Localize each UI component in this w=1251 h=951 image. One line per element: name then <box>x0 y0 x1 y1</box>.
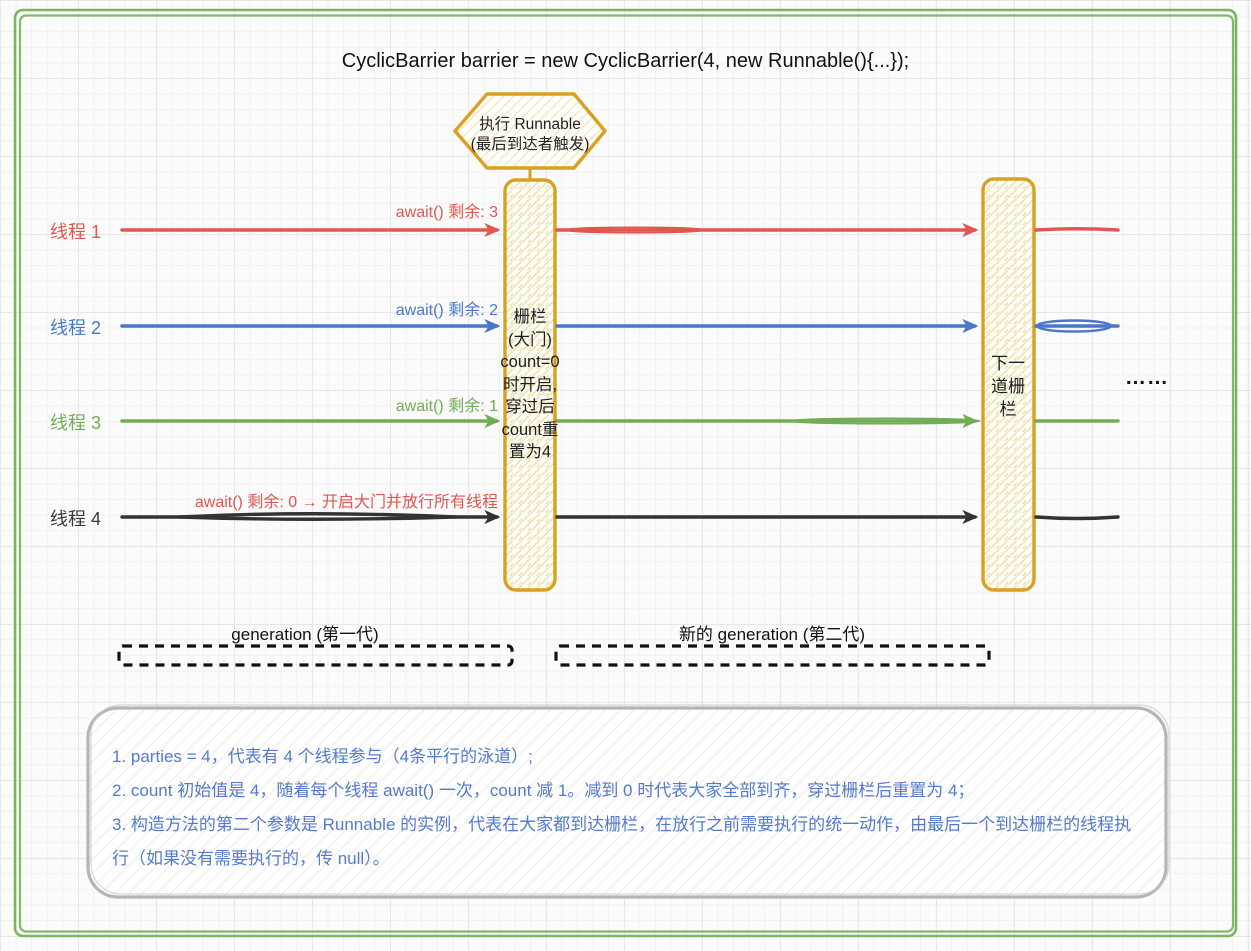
generation-1-bracket <box>117 644 514 667</box>
thread-3-arrows <box>120 413 1120 429</box>
barrier-2 <box>981 177 1036 592</box>
notes-text: 1. parties = 4，代表有 4 个线程参与（4条平行的泳道）; 2. … <box>112 740 1144 876</box>
continuation-ellipsis: …… <box>1125 366 1169 389</box>
diagram-title: CyclicBarrier barrier = new CyclicBarrie… <box>341 50 910 72</box>
thread-4-label: 线程 4 <box>50 509 102 529</box>
page-frame <box>13 8 1238 938</box>
generation-2-bracket <box>554 644 991 667</box>
await-label-thread-2: await() 剩余: 2 <box>395 302 498 319</box>
thread-2-arrows <box>120 318 1120 334</box>
runnable-hexagon <box>453 92 607 182</box>
notes-box <box>86 704 1170 899</box>
hexagon-line-2: (最后到达者触发) <box>470 136 590 153</box>
thread-1-arrows <box>120 222 1120 238</box>
runnable-hexagon-label: 执行 Runnable (最后到达者触发) <box>455 115 605 155</box>
thread-4-arrows <box>120 509 1120 525</box>
thread-1-label: 线程 1 <box>50 222 102 242</box>
thread-3-label: 线程 3 <box>50 413 102 433</box>
generation-2-label: 新的 generation (第二代) <box>678 625 866 644</box>
note-line-1: 1. parties = 4，代表有 4 个线程参与（4条平行的泳道）; <box>112 747 533 766</box>
await-label-thread-1: await() 剩余: 3 <box>395 204 498 221</box>
barrier-2-label: 下一 道栅 栏 <box>991 354 1025 419</box>
await-label-thread-4: await() 剩余: 0 → 开启大门并放行所有线程 <box>194 494 498 511</box>
barrier-1-label: 栅栏 (大门) count=0 时开启, 穿过后 count重 置为4 <box>500 308 560 461</box>
note-line-2: 2. count 初始值是 4，随着每个线程 await() 一次，count … <box>112 781 975 800</box>
generation-brackets <box>117 644 991 667</box>
hexagon-line-1: 执行 Runnable <box>479 116 581 133</box>
await-label-thread-3: await() 剩余: 1 <box>395 398 498 415</box>
note-line-3: 3. 构造方法的第二个参数是 Runnable 的实例，代表在大家都到达栅栏，在… <box>112 815 1132 868</box>
generation-1-label: generation (第一代) <box>231 625 379 644</box>
barrier-1 <box>503 178 557 592</box>
thread-2-label: 线程 2 <box>50 318 102 338</box>
